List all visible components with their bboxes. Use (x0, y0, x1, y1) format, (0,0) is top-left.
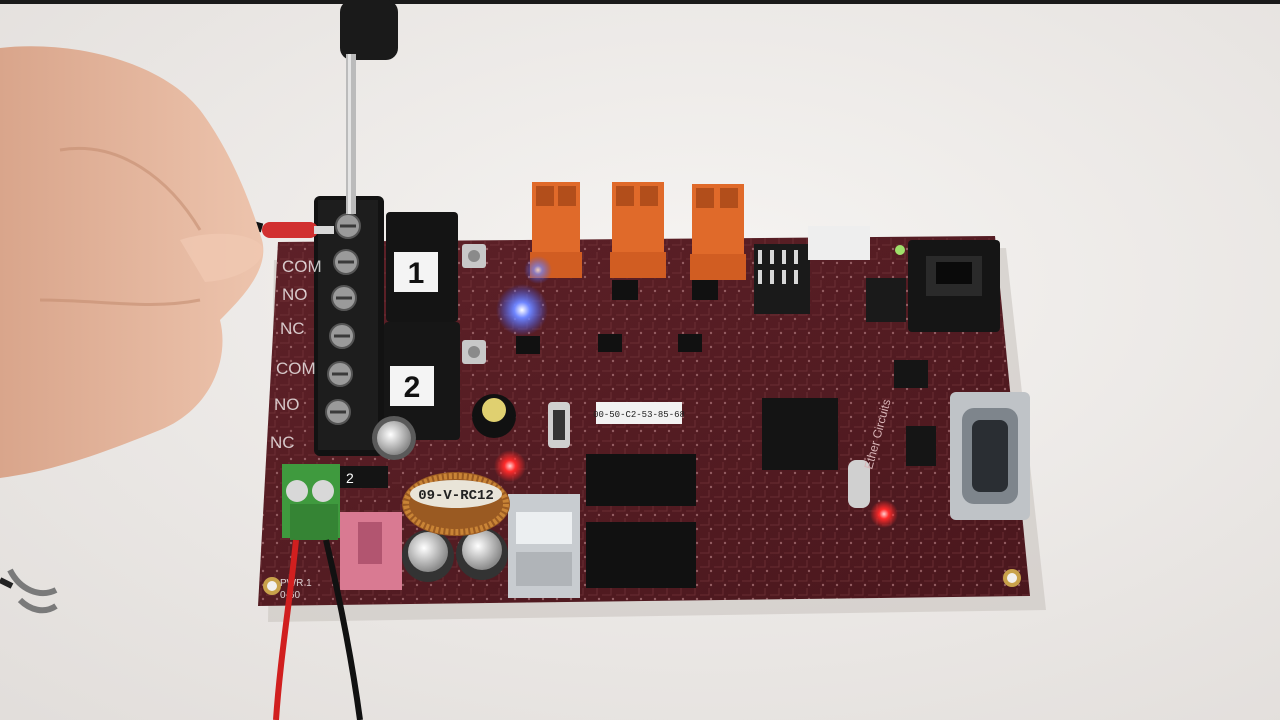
blue-led (496, 284, 548, 336)
inductor-label: 09-V-RC12 (418, 488, 494, 504)
terminal-label: NO (274, 395, 300, 414)
fuse-holder (340, 466, 388, 488)
terminal-label: NC (270, 433, 295, 452)
terminal-label: NO (282, 285, 308, 304)
terminal-label: COM (282, 257, 322, 276)
relay-2-label: 2 (404, 371, 421, 404)
terminal-label: COM (276, 359, 316, 378)
relay-1: 1 (386, 212, 458, 322)
red-led (494, 450, 526, 482)
toroid-inductor: 09-V-RC12 (402, 472, 510, 536)
component (906, 426, 936, 466)
orange-terminal-block (610, 182, 666, 278)
capacitor (456, 528, 508, 580)
capacitor (402, 530, 454, 582)
component (678, 334, 702, 352)
green-power-terminal (282, 464, 340, 540)
black-power-wire (323, 539, 363, 720)
mac-address-label: 00-50-C2-53-85-68 (593, 410, 685, 420)
relay-2: 2 (384, 322, 460, 440)
green-led (895, 245, 905, 255)
spade-terminal (0, 568, 58, 614)
power-label: PWR 1 (280, 578, 312, 589)
screw-terminal-block (314, 196, 384, 456)
component (692, 280, 718, 300)
red-led (870, 500, 898, 528)
orange-terminal-block (690, 184, 746, 280)
red-power-wire (273, 539, 299, 720)
usb-a-connector (508, 494, 580, 598)
mac-address-sticker (596, 402, 682, 424)
memory-chip (586, 454, 696, 588)
cpu-chip (762, 398, 838, 470)
component (516, 336, 540, 354)
blue-led (524, 256, 552, 284)
component (894, 360, 928, 388)
crystal-oscillator (848, 460, 870, 508)
pin-header (754, 244, 810, 314)
capacitor (472, 394, 516, 438)
ethernet-jack (908, 240, 1000, 332)
capacitor (372, 416, 416, 460)
serial-connector (950, 392, 1030, 520)
ethernet-magnetics (866, 278, 906, 322)
fuse-label: 2 (346, 470, 354, 486)
top-letterbox (0, 0, 1280, 4)
component (598, 334, 622, 352)
hand (0, 46, 264, 478)
component (612, 280, 638, 300)
terminal-label: NC (280, 319, 305, 338)
screwdriver (340, 0, 398, 214)
relay-1-label: 1 (408, 257, 425, 290)
white-connector (808, 226, 870, 260)
